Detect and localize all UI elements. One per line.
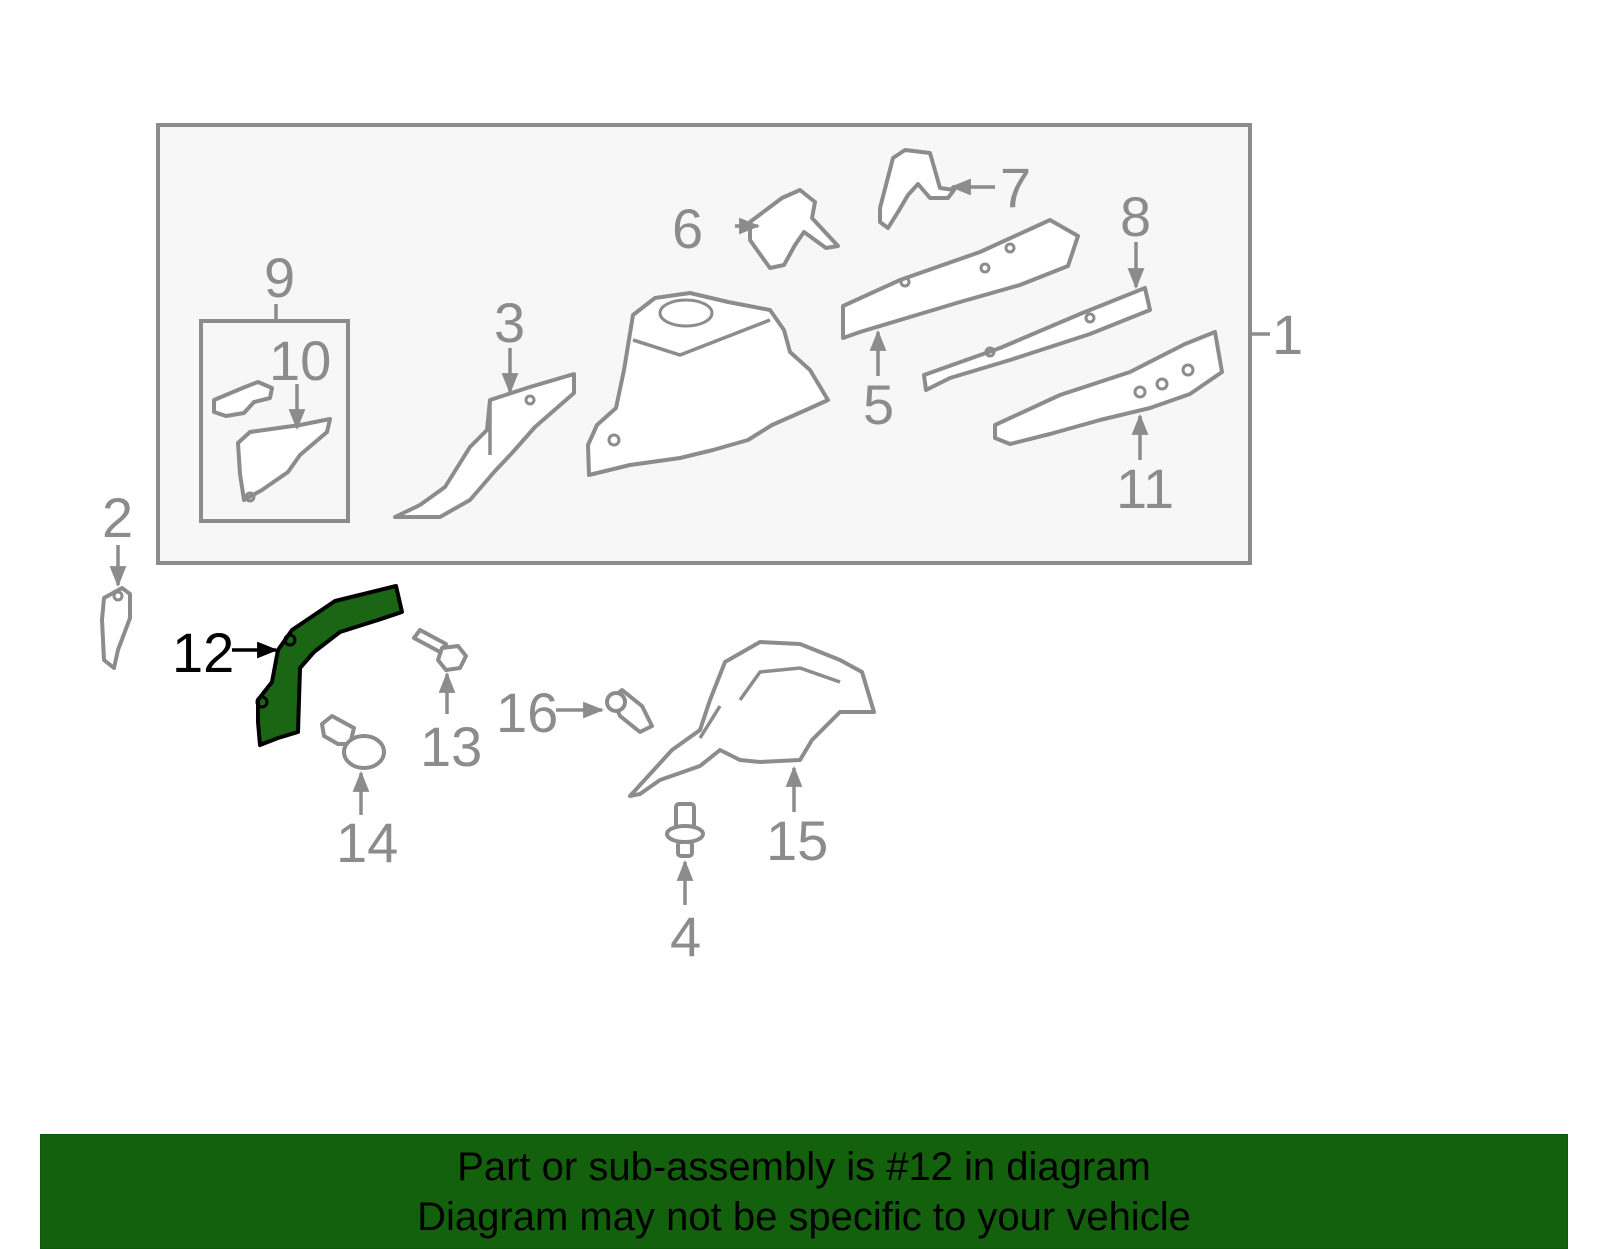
- part-6[interactable]: [748, 188, 840, 270]
- callout-3[interactable]: 3: [494, 291, 525, 354]
- part-10[interactable]: [212, 380, 332, 503]
- part-14-clip[interactable]: [320, 714, 386, 770]
- callout-9[interactable]: 9: [264, 246, 295, 309]
- part-12-highlighted[interactable]: [255, 584, 404, 747]
- callout-6[interactable]: 6: [672, 197, 703, 260]
- part-1-wheelhouse[interactable]: [586, 291, 830, 477]
- callout-7[interactable]: 7: [1000, 156, 1031, 219]
- part-5[interactable]: [841, 218, 1080, 340]
- callout-1[interactable]: 1: [1272, 303, 1303, 366]
- info-banner: Part or sub-assembly is #12 in diagram D…: [40, 1134, 1568, 1249]
- part-11[interactable]: [993, 330, 1224, 446]
- callout-10[interactable]: 10: [269, 329, 331, 392]
- part-13-bolt[interactable]: [412, 628, 468, 672]
- callout-13[interactable]: 13: [420, 715, 482, 778]
- part-8[interactable]: [922, 286, 1152, 392]
- banner-line-2: Diagram may not be specific to your vehi…: [417, 1194, 1191, 1239]
- part-7[interactable]: [878, 148, 956, 230]
- callout-14[interactable]: 14: [336, 811, 398, 874]
- part-16-clip[interactable]: [605, 688, 654, 734]
- callout-8[interactable]: 8: [1120, 185, 1151, 248]
- part-2[interactable]: [100, 586, 132, 670]
- callout-15[interactable]: 15: [766, 809, 828, 872]
- part-4-clip[interactable]: [665, 802, 705, 858]
- callout-4[interactable]: 4: [670, 905, 701, 968]
- callout-12[interactable]: 12: [172, 621, 234, 684]
- part-3[interactable]: [393, 372, 576, 519]
- callout-2[interactable]: 2: [102, 486, 133, 549]
- callout-16[interactable]: 16: [496, 681, 558, 744]
- part-15-splash-shield[interactable]: [628, 640, 876, 798]
- callout-11[interactable]: 11: [1116, 457, 1174, 520]
- banner-line-1: Part or sub-assembly is #12 in diagram: [457, 1144, 1151, 1189]
- callout-5[interactable]: 5: [863, 373, 894, 436]
- banner-background: [40, 1134, 1568, 1249]
